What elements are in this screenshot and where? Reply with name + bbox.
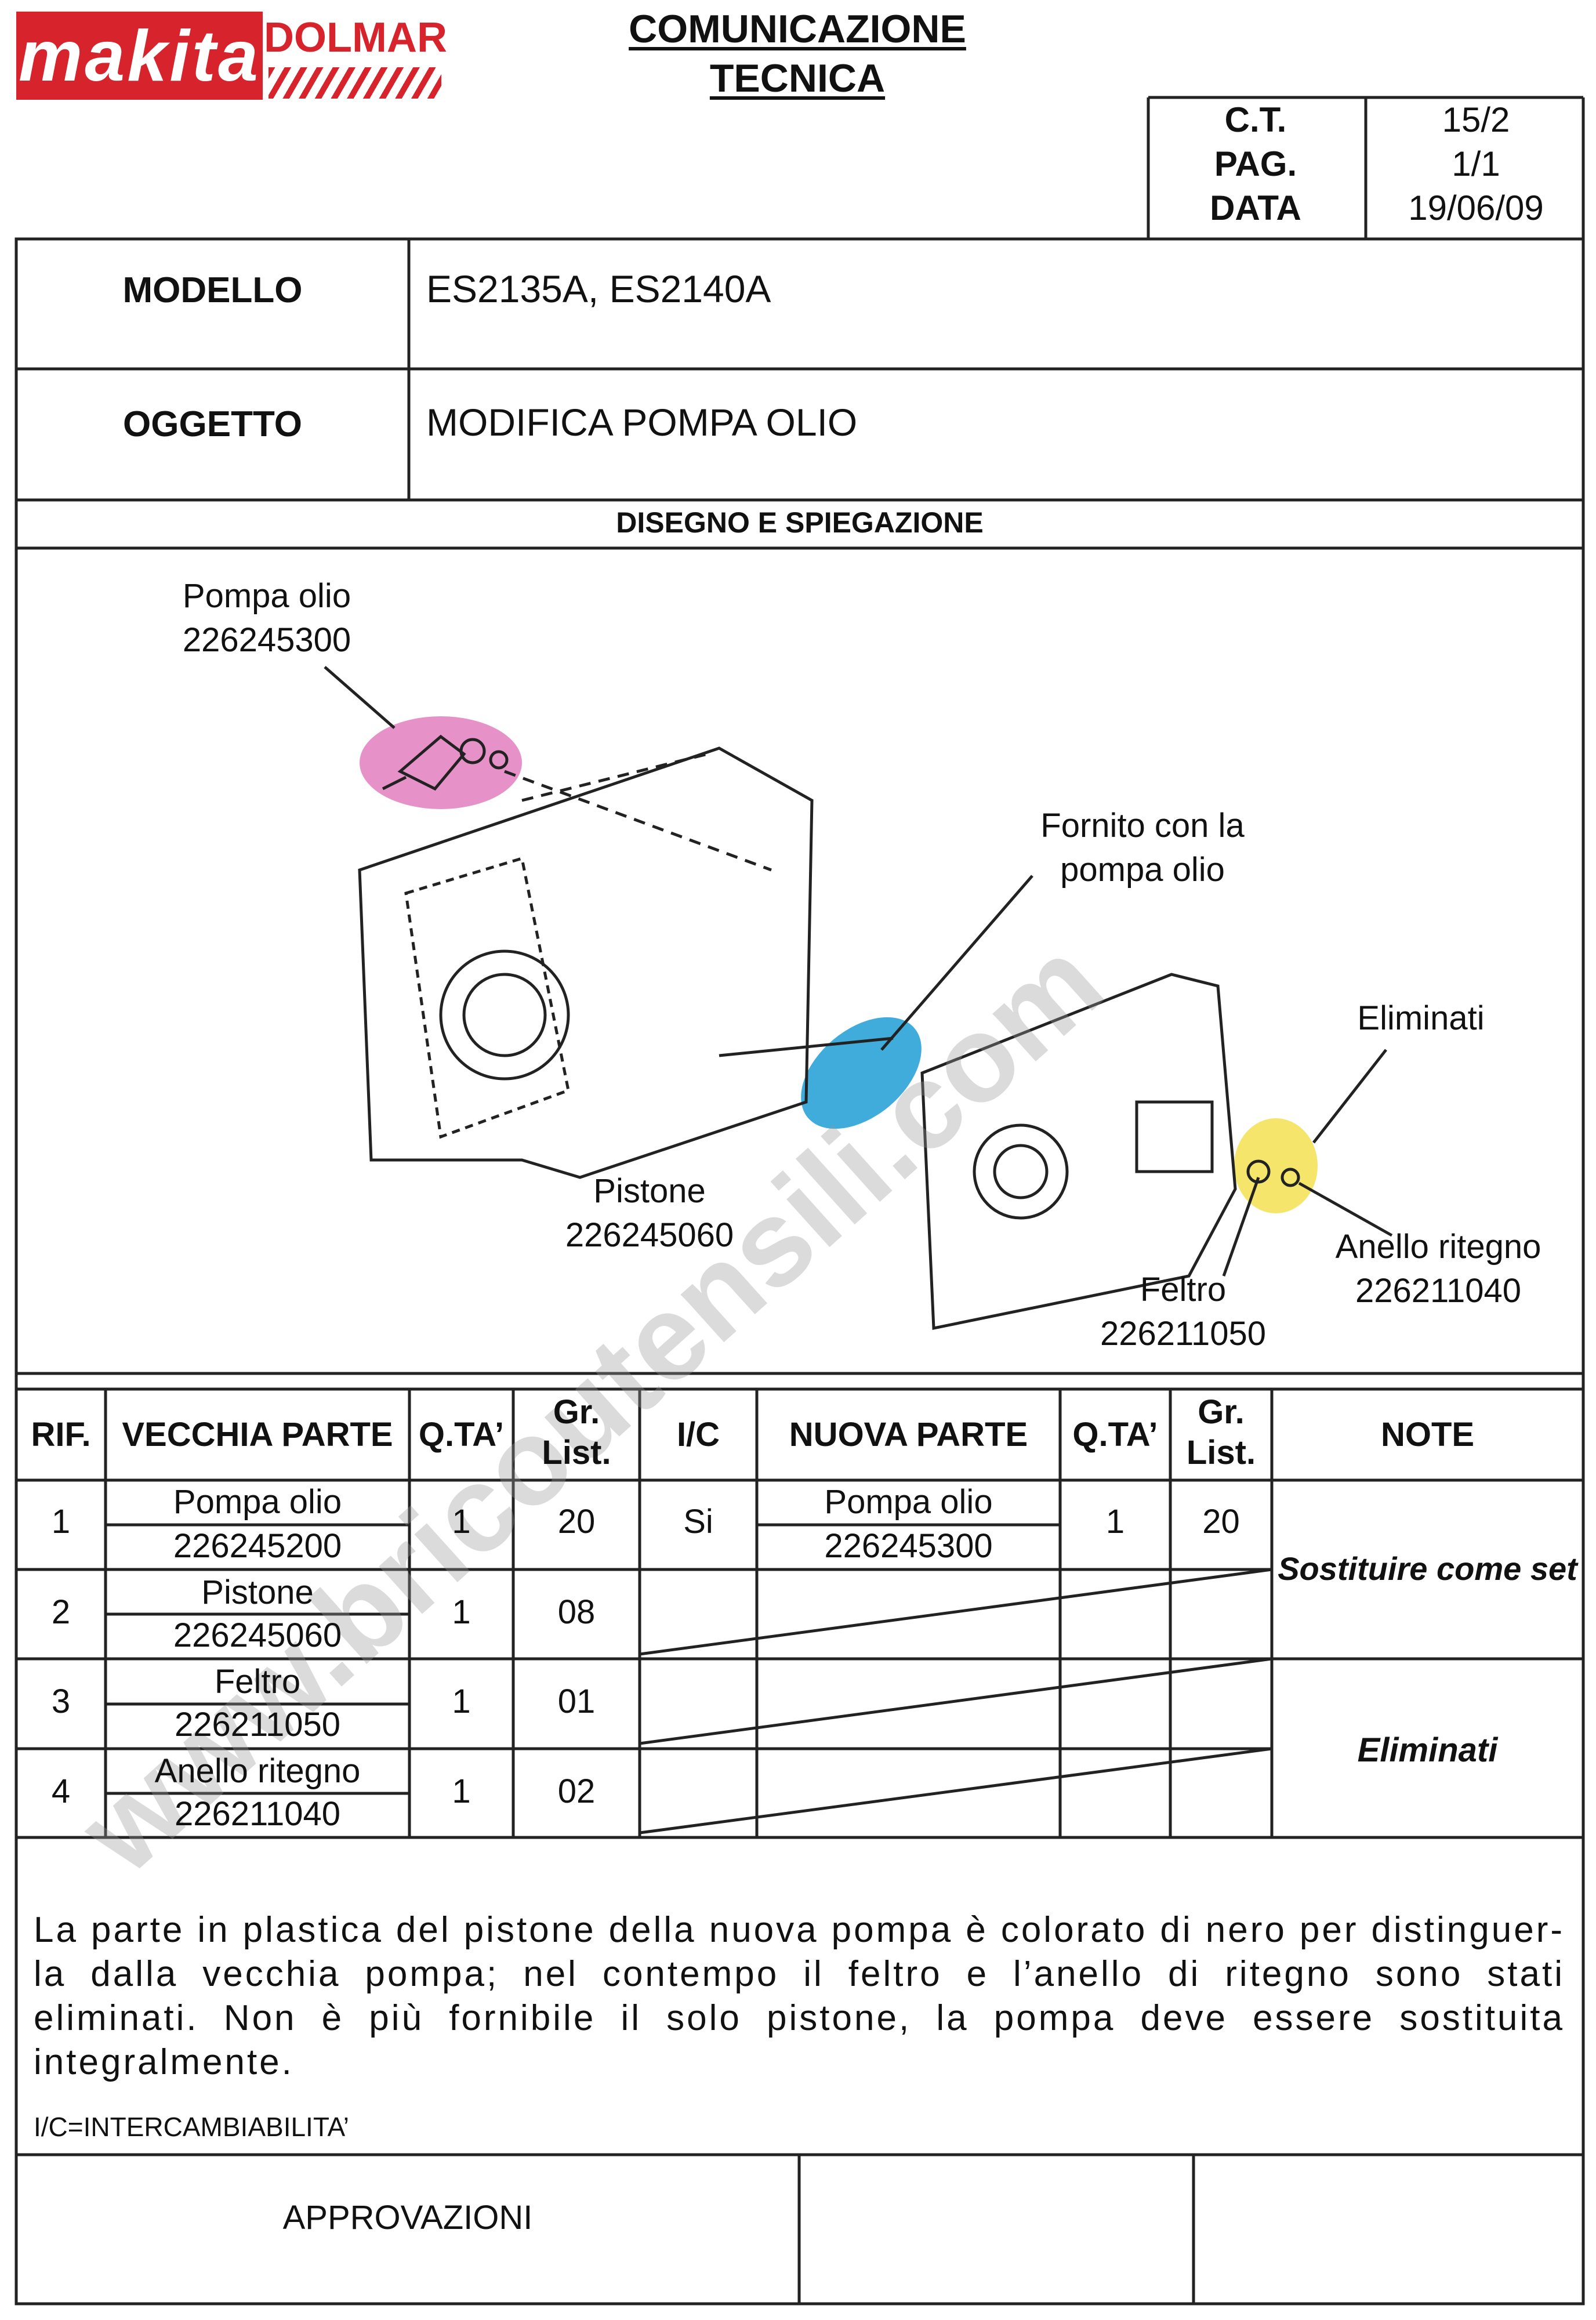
dolmar-logo-stripes — [269, 67, 441, 99]
row3-gr: 01 — [557, 1683, 596, 1720]
label-feltro: Feltro 226211050 — [1067, 1268, 1299, 1356]
feltro-name: Feltro — [1140, 1271, 1227, 1308]
row1-name: Pompa olio — [173, 1483, 342, 1521]
feltro-code: 226211050 — [1100, 1315, 1266, 1353]
row1-code: 226245200 — [173, 1527, 342, 1565]
document-title: COMUNICAZIONE TECNICA — [629, 7, 966, 100]
pump-drawing — [382, 734, 509, 791]
ct-label: C.T. — [1224, 100, 1287, 139]
pistone-code: 226245060 — [565, 1216, 734, 1254]
approvazioni-label: APPROVAZIONI — [282, 2199, 533, 2236]
row2-code: 226245060 — [173, 1616, 342, 1654]
dolmar-logo: DOLMAR — [264, 12, 447, 100]
row1-gr: 20 — [557, 1503, 596, 1540]
label-eliminati: Eliminati — [1357, 999, 1485, 1037]
row2-rif: 2 — [51, 1593, 71, 1631]
housing-main-drawing — [358, 746, 814, 1179]
row1-ic: Si — [683, 1503, 713, 1540]
oggetto-value: MODIFICA POMPA OLIO — [426, 401, 858, 444]
pistone-name: Pistone — [593, 1172, 706, 1210]
note-eliminati: Eliminati — [1357, 1731, 1498, 1769]
row4-code: 226211040 — [174, 1795, 340, 1833]
row4-rif: 4 — [51, 1772, 71, 1810]
housing-cover-drawing — [920, 973, 1300, 1331]
modello-value: ES2135A, ES2140A — [426, 267, 771, 310]
row1-new-code: 226245300 — [824, 1527, 993, 1565]
th-note: NOTE — [1380, 1416, 1475, 1453]
th-gr-new: Gr. — [1198, 1393, 1245, 1431]
th-gr-list-new: Gr. List. — [1170, 1392, 1272, 1473]
th-qta-new: Q.TA’ — [1072, 1416, 1158, 1453]
row3-rif: 3 — [51, 1683, 71, 1720]
row4-gr: 02 — [557, 1772, 596, 1810]
pump-highlight — [360, 716, 522, 809]
note-sostituire: Sostituire come set — [1278, 1550, 1577, 1587]
footnote-ic: I/C=INTERCAMBIABILITA’ — [34, 2112, 350, 2142]
label-anello: Anello ritegno 226211040 — [1305, 1225, 1572, 1313]
row1-new-gr: 20 — [1202, 1503, 1240, 1540]
ct-value: 15/2 — [1442, 100, 1510, 139]
row3-name: Feltro — [214, 1663, 301, 1701]
anello-name: Anello ritegno — [1335, 1228, 1541, 1266]
row2-gr: 08 — [557, 1593, 596, 1631]
row1-new-name: Pompa olio — [824, 1483, 993, 1521]
fornito-line-2: pompa olio — [1060, 851, 1225, 889]
pompa-name: Pompa olio — [182, 577, 351, 615]
eliminated-highlight — [1234, 1118, 1318, 1213]
th-vecchia-parte: VECCHIA PARTE — [122, 1416, 393, 1453]
anello-code: 226211040 — [1355, 1272, 1521, 1310]
row4-qta: 1 — [452, 1772, 471, 1810]
th-list-new: List. — [1186, 1434, 1256, 1471]
th-list-old: List. — [542, 1434, 611, 1471]
th-nuova-parte: NUOVA PARTE — [789, 1416, 1028, 1453]
row3-qta: 1 — [452, 1683, 471, 1720]
row4-name: Anello ritegno — [154, 1752, 361, 1790]
data-label: DATA — [1210, 188, 1301, 227]
data-value: 19/06/09 — [1408, 188, 1544, 227]
th-rif: RIF. — [31, 1416, 91, 1453]
dolmar-logo-text: DOLMAR — [264, 14, 447, 61]
section-title: DISEGNO E SPIEGAZIONE — [616, 506, 984, 539]
pompa-code: 226245300 — [182, 621, 351, 659]
row2-name: Pistone — [201, 1574, 314, 1611]
row1-rif: 1 — [51, 1503, 71, 1540]
makita-logo: makita — [16, 12, 263, 100]
modello-label: MODELLO — [122, 270, 303, 310]
label-fornito: Fornito con la pompa olio — [1021, 804, 1264, 892]
row2-qta: 1 — [452, 1593, 471, 1631]
th-qta-old: Q.TA’ — [418, 1416, 505, 1453]
row3-code: 226211050 — [174, 1706, 340, 1743]
row1-qta: 1 — [452, 1503, 471, 1540]
description-text: La parte in plastica del pistone della n… — [34, 1910, 1565, 2082]
label-pistone: Pistone 226245060 — [534, 1169, 766, 1257]
fornito-line-1: Fornito con la — [1040, 807, 1245, 844]
pag-value: 1/1 — [1452, 144, 1500, 183]
label-pompa-olio: Pompa olio 226245300 — [151, 574, 383, 662]
pag-label: PAG. — [1214, 144, 1297, 183]
th-ic: I/C — [676, 1416, 720, 1453]
makita-logo-text: makita — [19, 16, 260, 96]
row1-new-qta: 1 — [1105, 1503, 1125, 1540]
th-gr-list-old: Gr. List. — [513, 1392, 640, 1473]
th-gr-old: Gr. — [553, 1393, 600, 1431]
oggetto-label: OGGETTO — [123, 404, 302, 444]
